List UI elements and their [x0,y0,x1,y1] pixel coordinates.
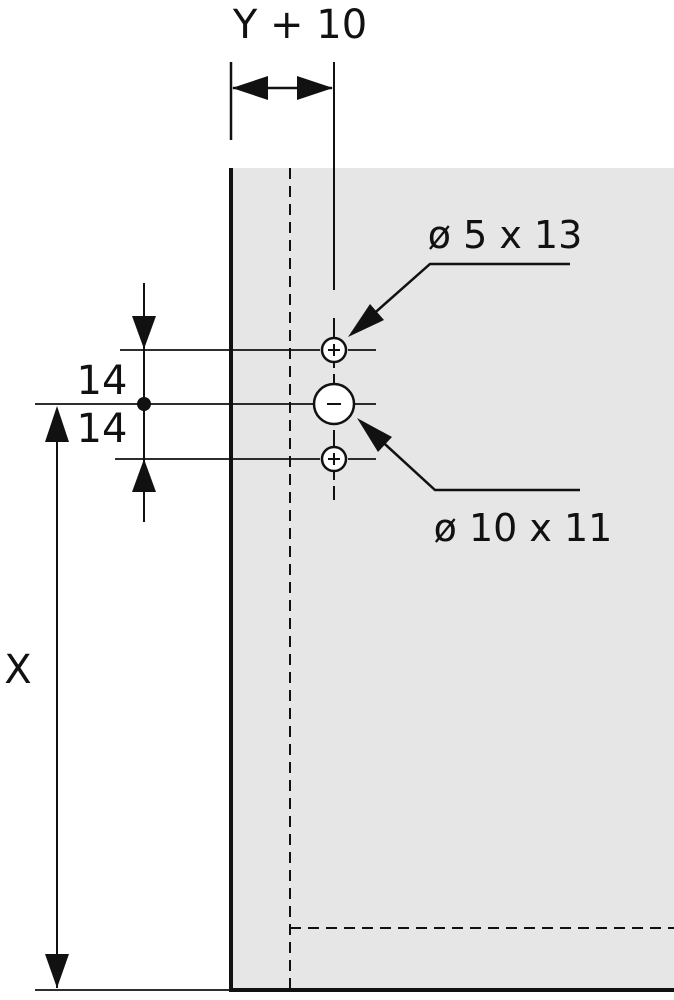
panel [231,168,674,990]
arrow-down-top [132,316,156,349]
label-small-hole: ø 5 x 13 [428,213,583,257]
arrow-down-x [45,954,69,988]
arrow-up-x [45,406,69,442]
label-x: X [4,647,31,693]
small-hole-bottom-icon [320,445,348,473]
label-large-hole: ø 10 x 11 [434,506,613,550]
leader-large-hole-arrowhead [357,418,392,452]
small-hole-top-icon [320,336,348,364]
leader-small-hole [351,262,570,334]
label-14-upper: 14 [77,358,128,404]
large-hole-icon [312,382,356,426]
label-y-plus-10: Y + 10 [232,2,367,48]
leader-large-hole [362,423,580,492]
arrow-up-bottom [132,459,156,492]
label-14-lower: 14 [77,406,128,452]
leader-small-hole-arrowhead [348,304,384,337]
